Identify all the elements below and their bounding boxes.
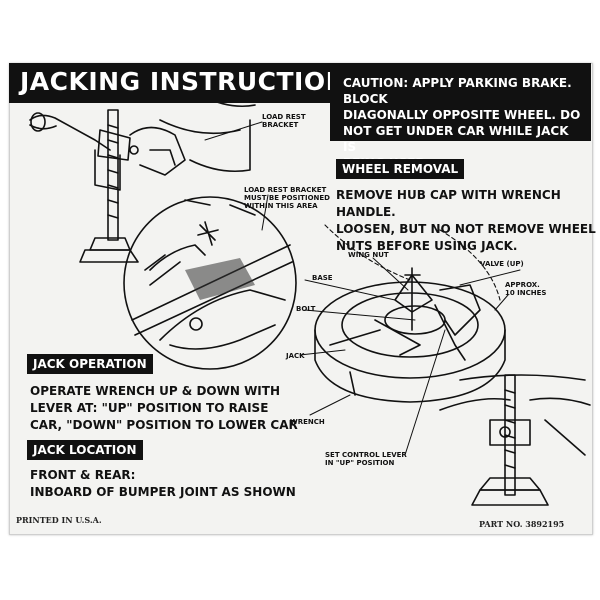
jack-operation-text: OPERATE WRENCH UP & DOWN WITH LEVER AT: … <box>30 384 298 432</box>
caution-text: CAUTION: APPLY PARKING BRAKE. BLOCK DIAG… <box>343 76 581 170</box>
callout-base: BASE <box>312 274 333 282</box>
callout-valve: VALVE (UP) <box>480 260 524 268</box>
page-title: JACKING INSTRUCTIONS <box>20 67 366 96</box>
jack-operation-label: JACK OPERATION <box>27 354 153 374</box>
callout-set-control: SET CONTROL LEVER IN "UP" POSITION <box>325 451 407 467</box>
callout-load-rest-position: LOAD REST BRACKET MUST BE POSITIONED WIT… <box>244 186 330 210</box>
wheel-removal-label: WHEEL REMOVAL <box>336 159 465 179</box>
jack-location-text: FRONT & REAR: INBOARD OF BUMPER JOINT AS… <box>30 468 296 499</box>
callout-approx: APPROX. 10 INCHES <box>505 281 547 297</box>
callout-load-rest-bracket: LOAD REST BRACKET <box>262 113 306 129</box>
jack-location-label: JACK LOCATION <box>27 440 143 460</box>
load-rest-bracket-detail <box>123 196 297 370</box>
callout-wrench: WRENCH <box>290 418 325 426</box>
printed-in-usa: PRINTED IN U.S.A. <box>16 515 102 525</box>
callout-jack: JACK <box>286 352 305 360</box>
title-bar <box>9 63 330 103</box>
callout-wing-nut: WING NUT <box>348 251 389 259</box>
rear-jack-illustration <box>439 374 591 506</box>
callout-bolt: BOLT <box>296 305 316 313</box>
caution-box <box>330 63 591 141</box>
wheel-removal-text: REMOVE HUB CAP WITH WRENCH HANDLE. LOOSE… <box>336 188 596 253</box>
spare-wheel-illustration <box>314 267 506 403</box>
part-number: PART NO. 3892195 <box>479 519 565 529</box>
front-jack-illustration <box>29 89 256 263</box>
